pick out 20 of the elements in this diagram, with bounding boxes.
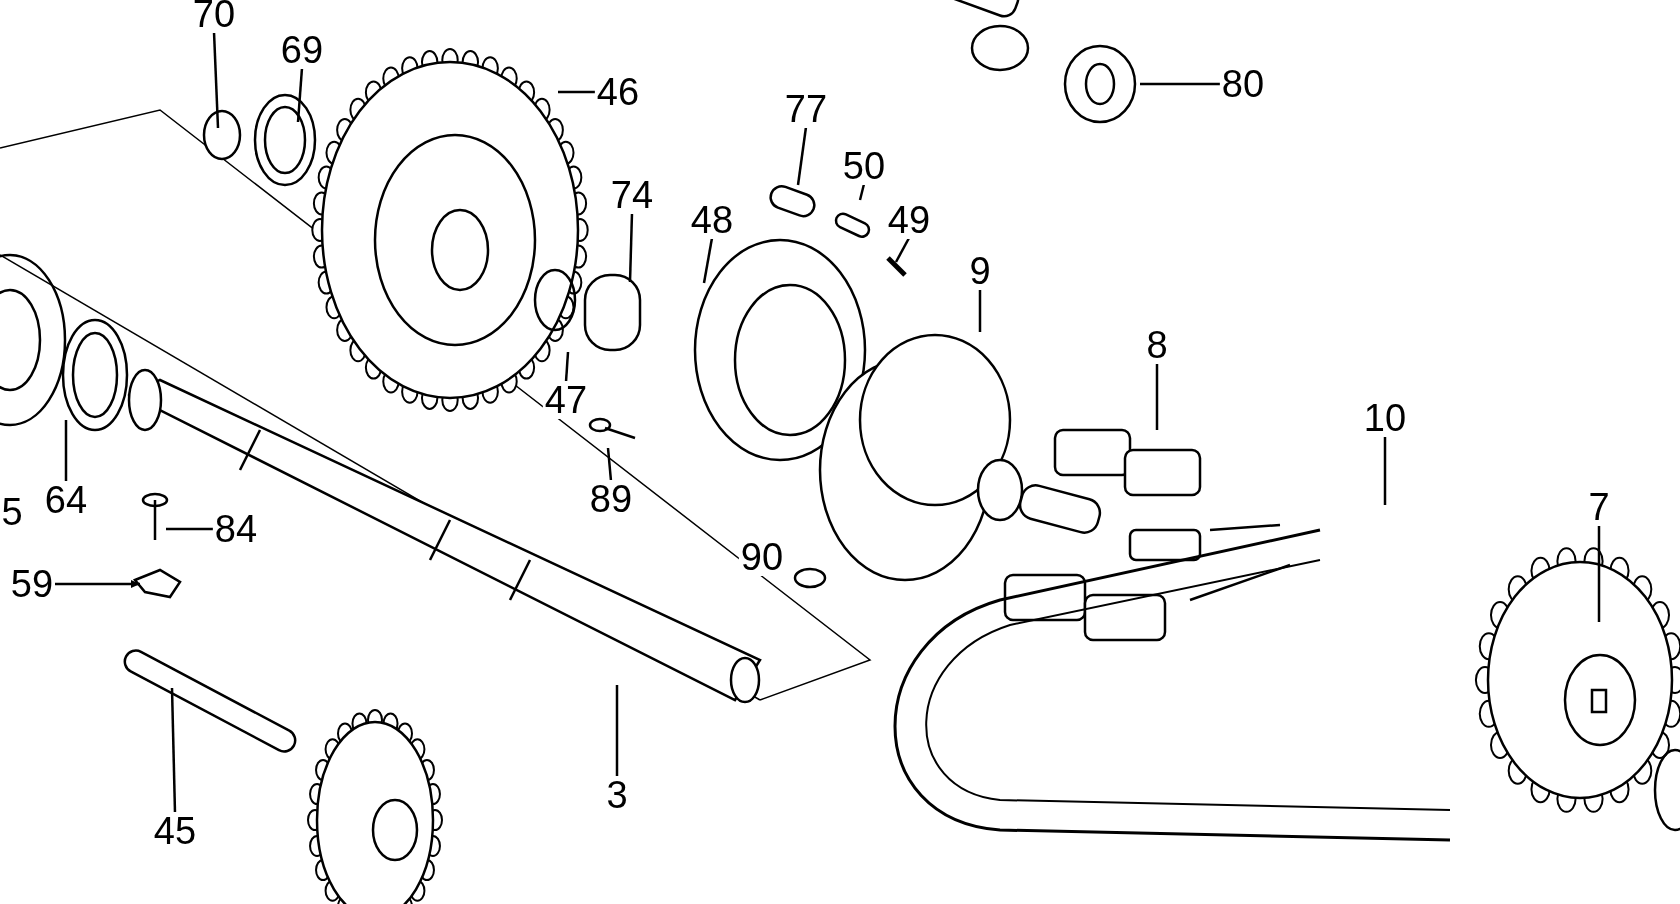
leader-line <box>170 687 177 814</box>
leader-line <box>55 580 140 588</box>
leader-line <box>64 420 68 482</box>
leader-line <box>796 126 808 186</box>
leader-line <box>1140 82 1220 86</box>
leader-line <box>296 67 304 123</box>
leader-line <box>606 447 613 482</box>
leader-line <box>628 212 634 283</box>
leader-line <box>615 685 619 777</box>
leader-line <box>978 289 982 332</box>
leader-line <box>1155 363 1159 430</box>
leader-line <box>1597 525 1601 622</box>
leader-line <box>1383 436 1387 505</box>
leader-line <box>564 351 570 383</box>
leader-line <box>166 527 213 531</box>
leader-line <box>702 237 714 284</box>
leader-line <box>894 237 911 263</box>
leader-line <box>558 90 595 94</box>
leader-line <box>212 31 220 129</box>
leader-line <box>858 183 866 201</box>
